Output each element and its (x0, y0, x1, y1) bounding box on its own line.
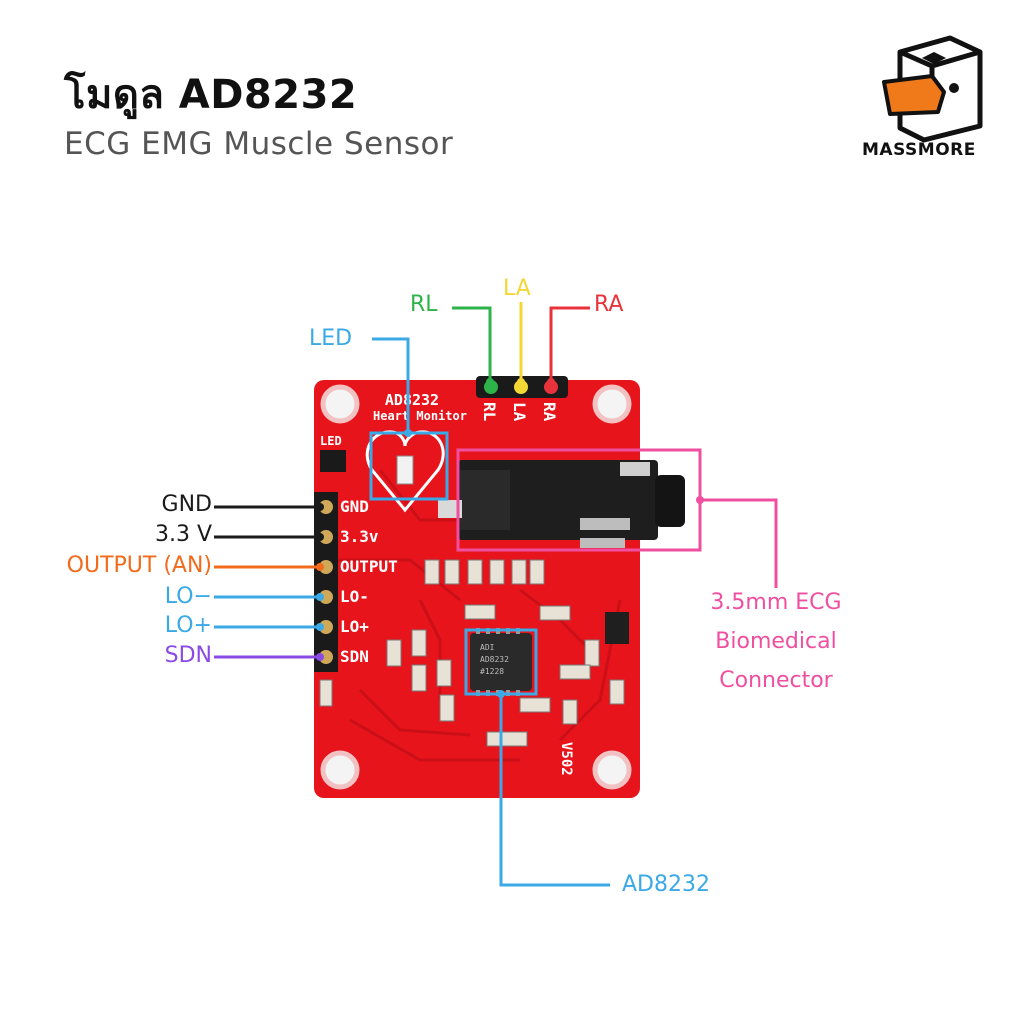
silk-pin-lo-plus: LO+ (340, 617, 369, 636)
silk-pin-lo-minus: LO- (340, 587, 369, 606)
smd-components (319, 559, 625, 747)
connector-leader-line (700, 498, 778, 588)
silk-version: V502 (558, 742, 574, 776)
silk-title: AD8232 (385, 391, 439, 409)
audio-jack (438, 460, 685, 548)
silk-subtitle: Heart Monitor (373, 409, 467, 423)
chip-marking-3: #1228 (480, 667, 504, 676)
silk-pin-sdn: SDN (340, 647, 369, 666)
brand-name: MASSMORE (862, 140, 976, 160)
rl-leader-line (452, 306, 492, 382)
chip-marking-2: AD8232 (480, 655, 509, 664)
label-gnd: GND (161, 492, 212, 517)
mounting-holes (320, 384, 632, 790)
chip-marking-1: ADI (480, 643, 495, 652)
chip-leader-line (499, 694, 610, 887)
label-ad8232-chip: AD8232 (622, 872, 710, 897)
silk-rl: RL (480, 402, 499, 421)
massmore-logo-icon (882, 35, 983, 143)
header-pins (314, 492, 338, 672)
silk-led: LED (320, 434, 342, 448)
label-connector-line1: 3.5mm ECG (710, 590, 842, 615)
silk-pin-3v3: 3.3v (340, 527, 379, 546)
label-ra: RA (594, 292, 624, 317)
silk-pin-output: OUTPUT (340, 557, 398, 576)
page-subtitle: ECG EMG Muscle Sensor (64, 126, 454, 162)
label-sdn: SDN (164, 643, 212, 668)
label-lo-plus: LO+ (164, 613, 212, 638)
label-la: LA (503, 276, 531, 301)
silk-pin-gnd: GND (340, 497, 369, 516)
label-connector-line3: Connector (719, 668, 833, 693)
label-connector-line2: Biomedical (715, 629, 837, 654)
label-3v3: 3.3 V (154, 522, 212, 547)
page-title: โมดูล AD8232 (64, 72, 358, 118)
silk-la: LA (510, 402, 529, 422)
label-output: OUTPUT (AN) (66, 553, 212, 578)
label-lo-minus: LO− (164, 584, 212, 609)
label-led: LED (309, 326, 353, 351)
pcb-board (314, 376, 685, 798)
silk-ra: RA (540, 402, 559, 422)
ra-leader-line (549, 306, 590, 382)
label-rl: RL (410, 292, 438, 317)
heart-silkscreen-icon (365, 430, 445, 513)
led-leader-line (372, 337, 410, 433)
